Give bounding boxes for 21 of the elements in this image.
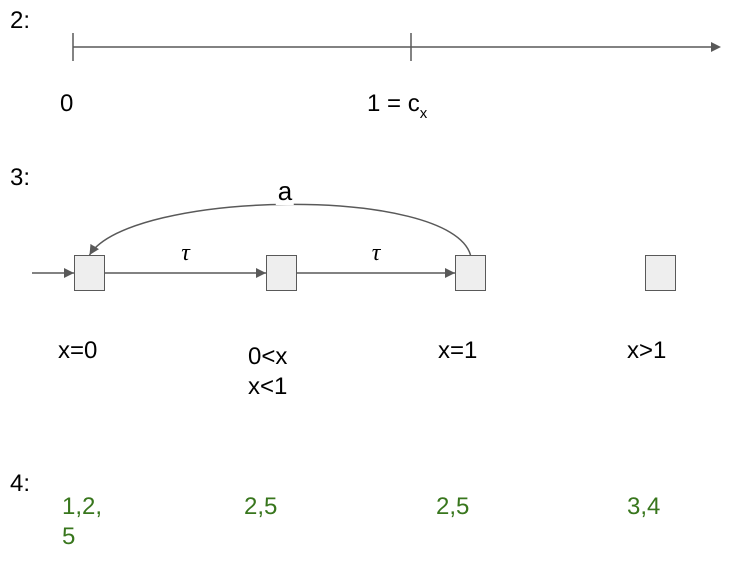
- text-label: 4:: [10, 469, 30, 499]
- arrow: [88, 204, 472, 256]
- text-label: 0: [60, 89, 74, 119]
- text-label: x>1: [627, 336, 666, 366]
- arrow: [32, 268, 74, 278]
- text-label: 3:: [10, 163, 30, 193]
- arrow: [297, 268, 455, 278]
- state-box: [266, 255, 297, 291]
- text-label: x=0: [58, 336, 98, 366]
- text-label: 1 = c$_{x}$: [367, 89, 428, 119]
- state-box: [455, 255, 486, 291]
- set-label: 3,4: [627, 492, 660, 522]
- text-label: 2:: [10, 6, 30, 36]
- state-box: [74, 255, 105, 291]
- set-label: 1,2, 5: [62, 492, 104, 552]
- arrow: [105, 268, 266, 278]
- text-label: 0<x x<1: [248, 342, 288, 402]
- state-box: [645, 255, 676, 291]
- set-label: 2,5: [436, 492, 470, 522]
- set-label: 2,5: [244, 492, 278, 522]
- text-label: x=1: [438, 336, 478, 366]
